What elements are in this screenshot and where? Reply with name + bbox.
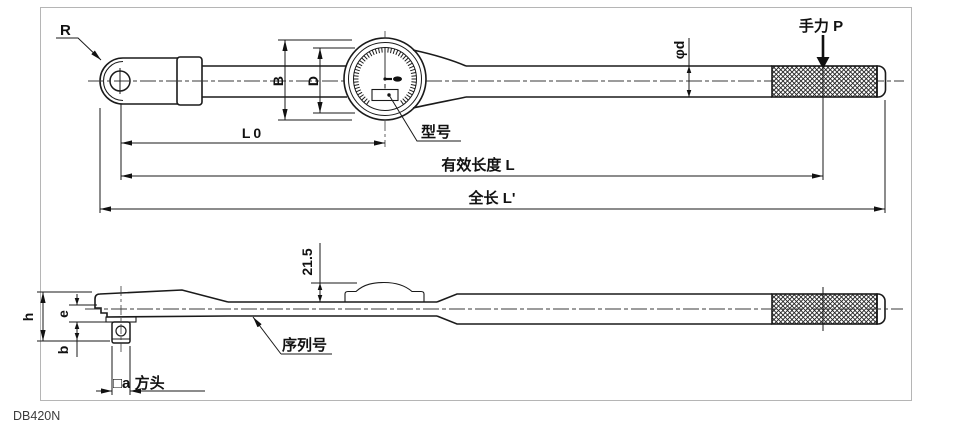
l0-label: L0	[242, 125, 264, 141]
product-code: DB420N	[13, 409, 60, 423]
drawing-border	[40, 7, 912, 401]
tube-diameter-label: φd	[671, 41, 687, 60]
top-view-dimensions: R B D 型号 L0 有效长度 L 全长 L' 手力 P φd	[56, 17, 886, 213]
hand-force-arrow	[816, 35, 830, 69]
grip-knurl-top	[771, 65, 878, 98]
side-view-dimensions: 21.5 序列号 h e b □a 方头	[20, 243, 357, 395]
model-plate	[371, 88, 399, 102]
head-height-label: h	[20, 313, 36, 322]
ratchet-head-side	[94, 289, 229, 318]
dial-height-label: 21.5	[299, 248, 315, 275]
beam-top-view	[202, 65, 347, 98]
grip-end-cap-top	[876, 65, 887, 98]
drive-protrusion-label: b	[55, 346, 71, 355]
center-offset-label: e	[55, 310, 71, 318]
dial-face-width-label: D	[305, 76, 321, 86]
serial-label: 序列号	[282, 336, 327, 354]
square-drive-label: □a 方头	[113, 374, 165, 392]
tube-top-view	[466, 65, 772, 98]
model-leader	[388, 94, 461, 142]
total-length-label: 全长 L'	[468, 189, 516, 207]
hand-force-label: 手力 P	[799, 17, 843, 35]
dial-indicator	[343, 37, 427, 121]
dial-fairing	[412, 49, 467, 109]
model-label: 型号	[421, 123, 451, 141]
grip-end-cap-side	[876, 293, 886, 325]
radius-leader-arrow	[56, 37, 102, 61]
effective-length-label: 有效长度 L	[441, 156, 514, 174]
dial-outer-width-label: B	[270, 76, 286, 86]
top-view	[88, 31, 904, 147]
dial-housing-side	[344, 281, 425, 302]
tube-side-view	[436, 293, 772, 325]
dial-scale-ticks	[353, 47, 417, 105]
dial-needle	[383, 76, 402, 82]
serial-leader-arrow	[252, 316, 282, 355]
side-view	[85, 281, 903, 352]
radius-label: R	[60, 22, 71, 39]
beam-side-view	[228, 301, 437, 317]
